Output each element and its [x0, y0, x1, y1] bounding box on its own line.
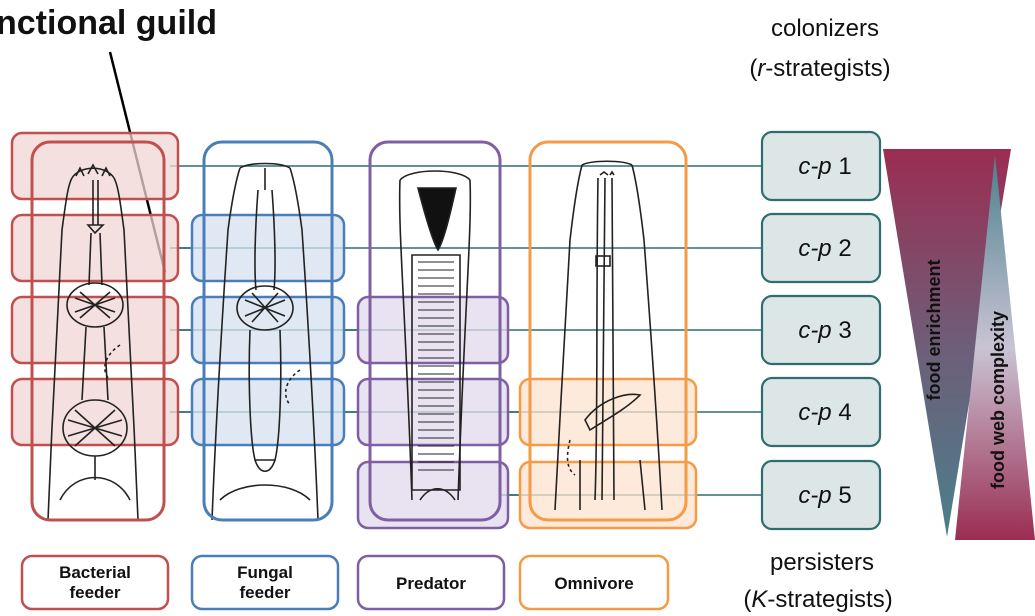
food-enrichment-label: food enrichment: [924, 259, 944, 400]
page-title: nctional guild: [0, 4, 217, 42]
guild-row-box: [192, 215, 344, 281]
food-web-complexity-label: food web complexity: [988, 311, 1008, 489]
cp-label: c-p 5: [798, 482, 851, 509]
guild-legend-label: Omnivore: [554, 574, 633, 593]
guild-legend-label: Predator: [396, 574, 466, 593]
guild-legend-label: Fungal: [237, 563, 293, 582]
guild-legend-label: feeder: [239, 583, 290, 602]
guild-row-box: [520, 462, 696, 528]
guild-row-box: [358, 297, 508, 363]
colonizers-sublabel: (r-strategists): [749, 55, 890, 82]
omnivore-nematode-icon: [555, 161, 662, 510]
cp-label: c-p 3: [798, 317, 851, 344]
cp-label: c-p 4: [798, 399, 851, 426]
cp-label: c-p 2: [798, 235, 851, 262]
cp-label: c-p 1: [798, 153, 851, 180]
guild-row-box: [520, 379, 696, 445]
cp-class-boxes: c-p 1 c-p 2 c-p 3 c-p 4 c-p 5: [762, 132, 880, 529]
guild-legend-label: feeder: [69, 583, 120, 602]
guild-row-box: [12, 379, 178, 445]
colonizers-label: colonizers: [771, 15, 879, 42]
guild-row-box: [192, 379, 344, 445]
persisters-sublabel: (K-strategists): [743, 586, 892, 613]
guild-row-box: [12, 297, 178, 363]
guild-row-box: [358, 379, 508, 445]
persisters-label: persisters: [770, 549, 874, 576]
guild-legend-label: Bacterial: [59, 563, 131, 582]
